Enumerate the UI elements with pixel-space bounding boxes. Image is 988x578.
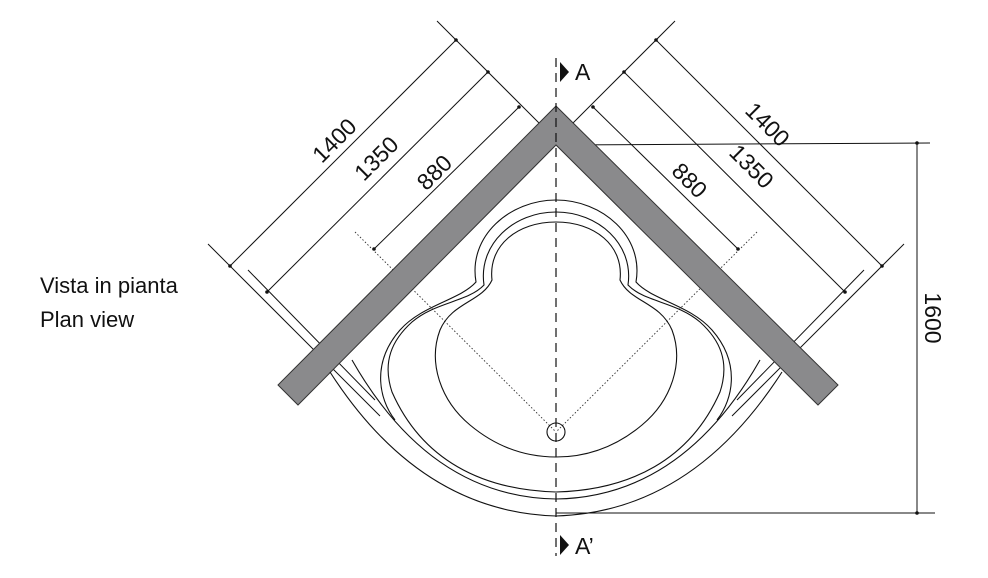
section-label-top: A (575, 59, 591, 85)
section-label-bottom: A’ (575, 533, 594, 559)
wall-band (277, 105, 839, 406)
extension-line (736, 269, 865, 401)
section-arrow-bottom-icon (560, 535, 569, 555)
dimension-line-right-1400 (655, 39, 883, 267)
label-right-880: 880 (667, 158, 713, 204)
extension-line (731, 243, 905, 417)
dimension-line-right-880 (592, 106, 739, 250)
label-1600: 1600 (920, 292, 946, 343)
section-arrow-top-icon (560, 62, 569, 82)
extension-line (436, 20, 546, 130)
caption-english: Plan view (40, 307, 135, 332)
extension-line (247, 269, 376, 401)
label-left-880: 880 (412, 150, 458, 196)
dimension-line-left-880 (373, 106, 520, 250)
label-right-1350: 1350 (724, 139, 779, 194)
tub-basin (434, 221, 678, 458)
extension-line (207, 243, 381, 417)
dimension-line-right-1350 (623, 71, 846, 293)
label-left-1400: 1400 (307, 113, 362, 168)
caption-italian: Vista in pianta (40, 273, 178, 298)
extension-line (555, 142, 931, 146)
tub-rim-inner (387, 211, 725, 493)
dimension-line-left-1400 (229, 39, 457, 267)
dimension-line-left-1350 (266, 71, 489, 293)
